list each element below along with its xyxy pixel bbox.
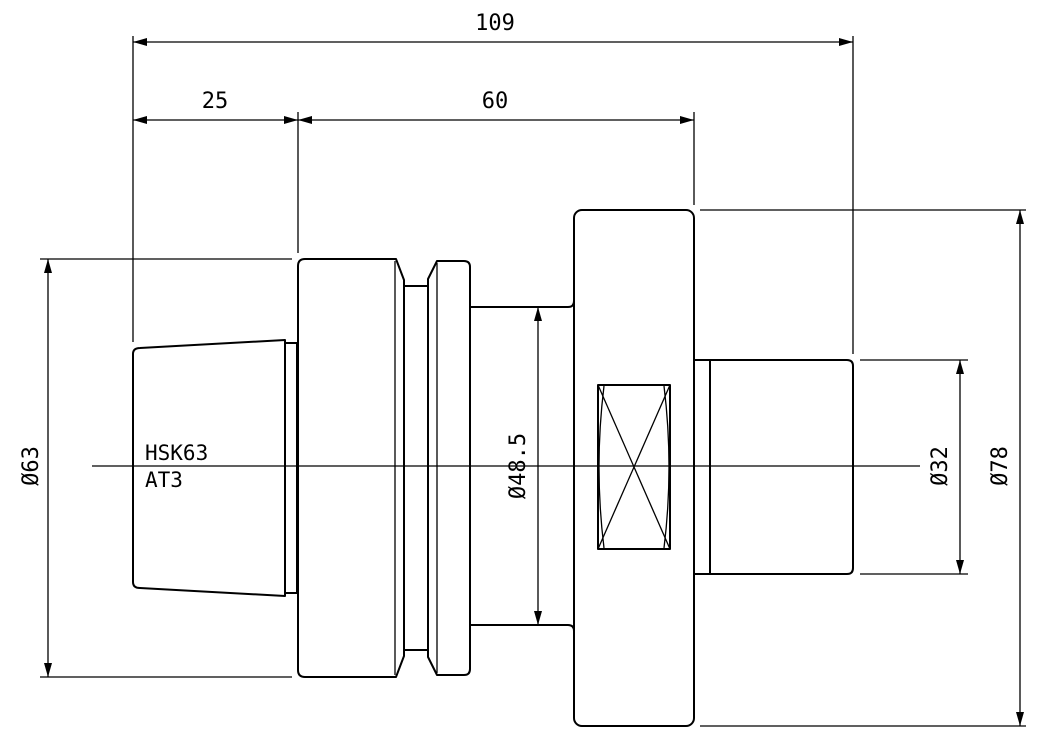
taper-step [284, 342, 298, 594]
dim-shank-dia: Ø32 [928, 446, 953, 486]
interface-label-line2: AT3 [145, 468, 183, 492]
interface-label-line1: HSK63 [145, 441, 208, 465]
large-collar [573, 209, 695, 727]
dim-flange-dia: Ø63 [19, 446, 44, 486]
dim-taper-length: 25 [202, 89, 229, 114]
flange-body [297, 258, 405, 678]
extension-lines [40, 36, 1026, 727]
dim-body-length: 60 [482, 89, 509, 114]
tool-outline [132, 209, 854, 727]
wrench-flat [597, 384, 671, 550]
collar-ring [427, 260, 471, 676]
shank [693, 359, 854, 575]
dim-overall-length: 109 [475, 11, 515, 36]
hsk-taper [132, 339, 286, 597]
dim-collar-dia: Ø78 [988, 446, 1013, 486]
dimension-lines [44, 38, 1024, 726]
groove [403, 285, 429, 651]
dim-neck-dia: Ø48.5 [506, 433, 531, 499]
